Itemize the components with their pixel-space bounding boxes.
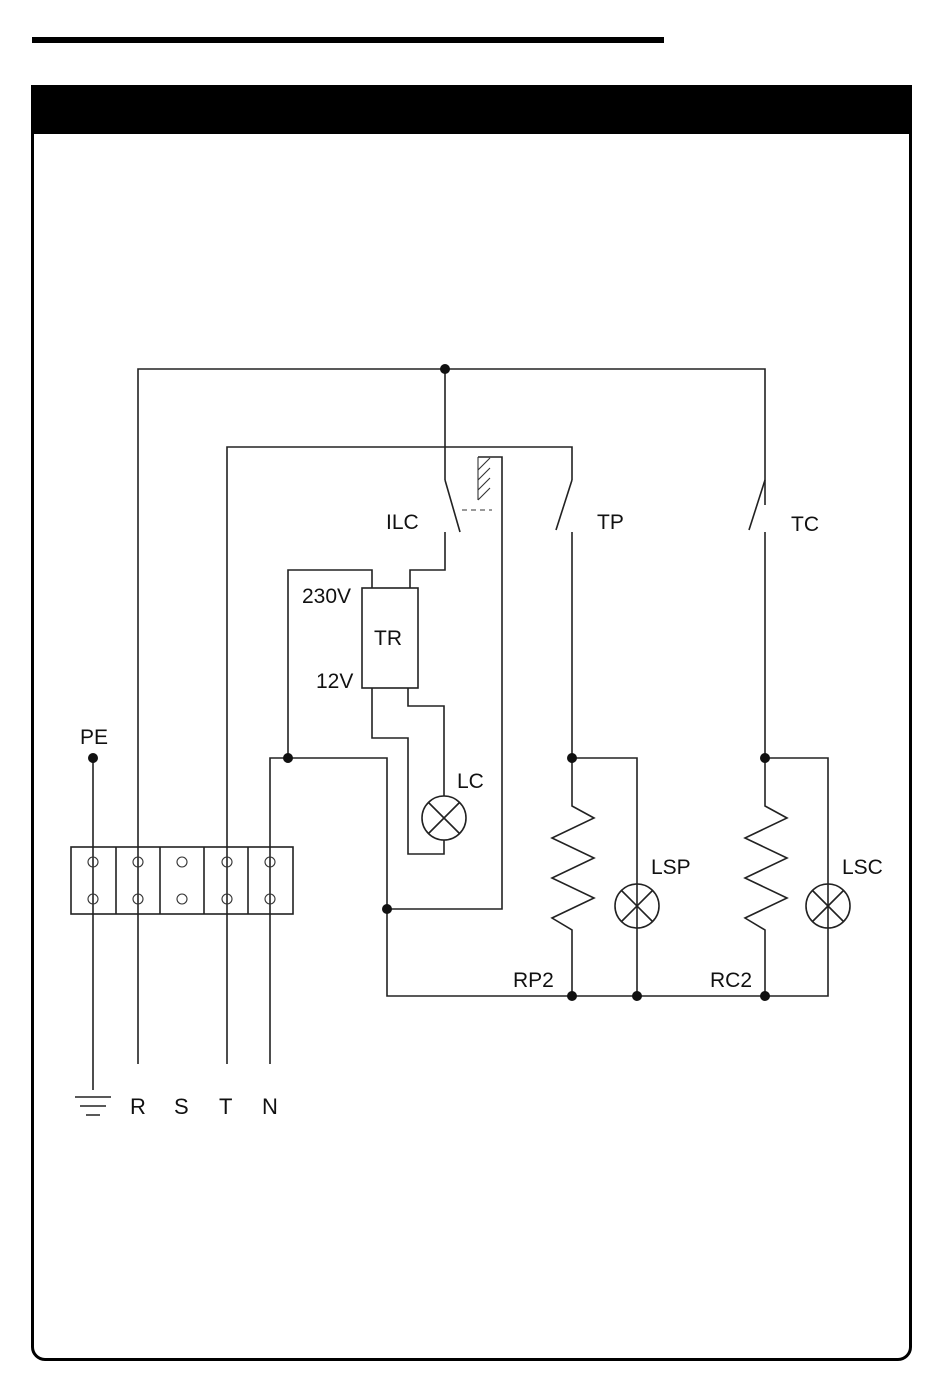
rc2-heater-icon (745, 758, 787, 996)
terminal-label-r: R (130, 1094, 146, 1119)
terminal-label-n: N (262, 1094, 278, 1119)
tc-switch (749, 480, 765, 758)
tp-switch (556, 480, 572, 758)
label-rc2: RC2 (710, 969, 752, 992)
ground-icon (75, 1097, 111, 1115)
label-lsc: LSC (842, 856, 883, 879)
label-tr: TR (374, 627, 402, 650)
label-lc: LC (457, 770, 484, 793)
wire-n-neutral (270, 758, 828, 1064)
label-pe: PE (80, 726, 108, 749)
wire-tr-secondary-right (408, 688, 444, 796)
terminal-block (71, 847, 293, 914)
junction-dots (88, 364, 770, 1001)
label-rp2: RP2 (513, 969, 554, 992)
label-12v: 12V (316, 670, 353, 693)
label-tp: TP (597, 511, 624, 534)
label-230v: 230V (302, 585, 351, 608)
wire-tp-bus (572, 758, 637, 996)
terminal-label-t: T (219, 1094, 232, 1119)
wire-r-supply (138, 369, 765, 1064)
label-tc: TC (791, 513, 819, 536)
lc-lamp-icon (422, 796, 466, 840)
terminal-label-s: S (174, 1094, 189, 1119)
label-ilc: ILC (386, 511, 419, 534)
label-lsp: LSP (651, 856, 691, 879)
rp2-heater-icon (552, 758, 594, 996)
